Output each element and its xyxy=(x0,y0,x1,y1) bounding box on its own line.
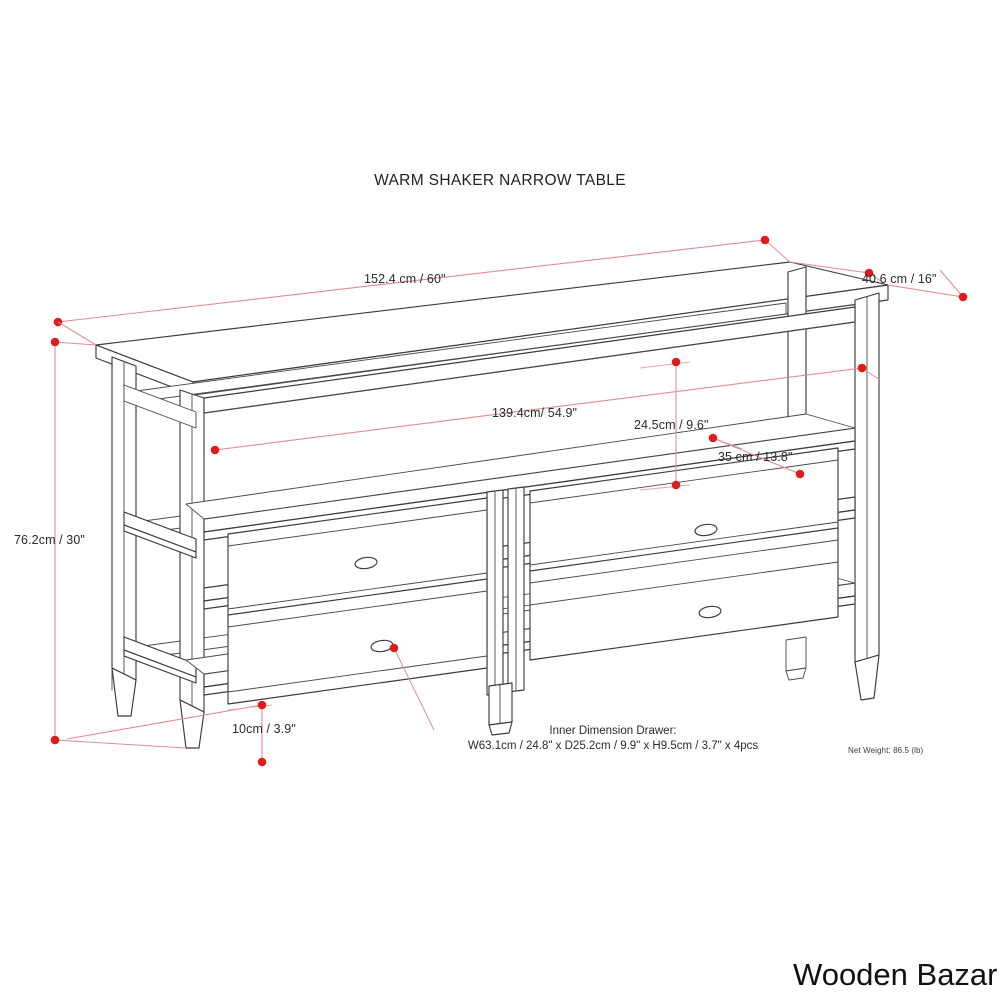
dimension-shelf-depth xyxy=(708,433,805,479)
dimension-label-shelf-opening-height: 24.5cm / 9.6" xyxy=(634,418,709,432)
drawer-lower-left xyxy=(227,578,488,705)
dimension-inner-width xyxy=(210,363,881,455)
left-side-panel xyxy=(111,356,205,749)
table-body xyxy=(95,261,889,749)
net-weight-label: Net Weight: 86.5 (lb) xyxy=(848,746,924,755)
dimension-label-inner-width: 139.4cm/ 54.9" xyxy=(492,406,578,420)
dimension-overall-height xyxy=(50,321,187,749)
drawer-note-leader xyxy=(389,643,435,731)
brand-watermark: Wooden Bazar xyxy=(793,957,998,992)
center-support-foot xyxy=(488,682,513,736)
rear-center-support-foot xyxy=(785,636,807,681)
dimension-label-overall-depth: 40.6 cm / 16" xyxy=(862,272,937,286)
dimension-label-overall-width: 152.4 cm / 60" xyxy=(364,272,446,286)
drawer-note-spec: W63.1cm / 24.8" x D25.2cm / 9.9" x H9.5c… xyxy=(467,740,759,753)
drawer-note-heading: Inner Dimension Drawer: xyxy=(549,725,677,737)
dimension-shelf-opening-height xyxy=(639,357,691,491)
drawer-lower-right xyxy=(529,527,839,661)
dimension-label-overall-height: 76.2cm / 30" xyxy=(14,533,85,547)
dimension-overall-depth xyxy=(789,261,968,302)
dimension-label-bottom-clearance: 10cm / 3.9" xyxy=(232,722,296,736)
drawer-inner-dimension-note: Inner Dimension Drawer: W63.1cm / 24.8" … xyxy=(437,724,789,754)
page-title: WARM SHAKER NARROW TABLE xyxy=(374,172,626,189)
dimension-bottom-clearance xyxy=(66,700,273,767)
dimension-label-shelf-depth: 35 cm / 13.8" xyxy=(718,450,793,464)
